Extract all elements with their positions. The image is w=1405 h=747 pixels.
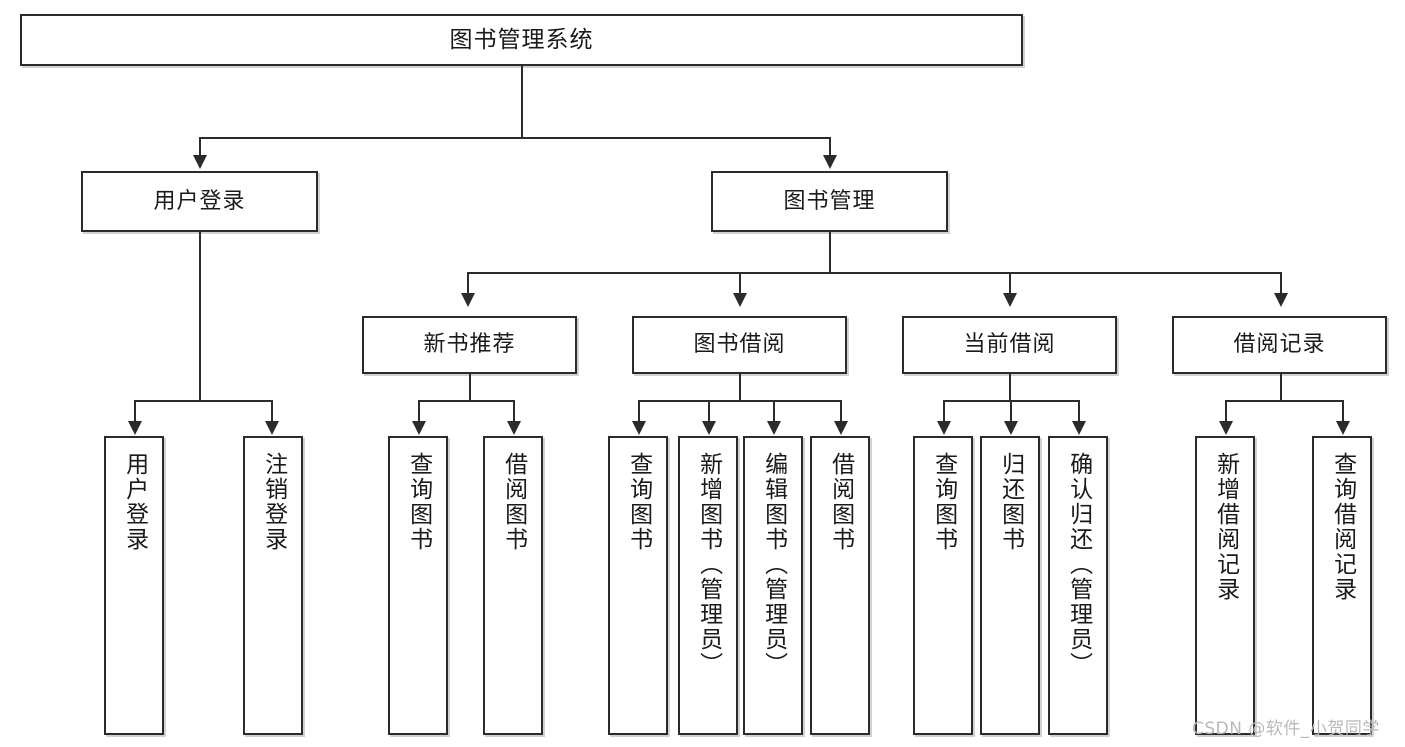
arrowhead-book-borrow <box>733 293 747 307</box>
connector-current-borrow-trunk <box>1009 374 1011 400</box>
node-book-management[interactable]: 图书管理 <box>711 171 948 232</box>
connector-user-login-drop-2 <box>271 400 273 422</box>
connector-current-borrow-drop-1 <box>943 400 945 422</box>
node-label: 借阅图书 <box>827 452 854 552</box>
node-borrow-record[interactable]: 借阅记录 <box>1172 316 1387 374</box>
node-label: 图书管理系统 <box>449 26 594 53</box>
node-leaf-query-book-3[interactable]: 查询图书 <box>913 436 973 735</box>
arrowhead-leaf-borrow-book-2 <box>834 421 848 435</box>
connector-current-borrow-drop-3 <box>1078 400 1080 422</box>
node-current-borrow[interactable]: 当前借阅 <box>902 316 1117 374</box>
arrowhead-leaf-borrow-book-1 <box>507 421 521 435</box>
node-label: 注销登录 <box>260 452 287 552</box>
connector-user-login-trunk <box>199 232 201 400</box>
connector-book-borrow-drop-4 <box>840 400 842 422</box>
connector-borrow-record-drop-1 <box>1225 400 1227 422</box>
connector-user-login-drop-1 <box>134 400 136 422</box>
node-label: 当前借阅 <box>963 332 1056 358</box>
node-leaf-return-book[interactable]: 归还图书 <box>980 436 1040 735</box>
connector-book-management-trunk <box>829 232 831 272</box>
node-leaf-borrow-book-1[interactable]: 借阅图书 <box>483 436 543 735</box>
connector-current-borrow-drop-2 <box>1010 400 1012 422</box>
node-leaf-add-record[interactable]: 新增借阅记录 <box>1195 436 1255 735</box>
connector-level3-drop-3 <box>1009 272 1011 294</box>
node-label: 用户登录 <box>121 452 148 552</box>
node-label: 编辑图书（管理员） <box>760 452 787 677</box>
connector-borrow-record-bus <box>1225 400 1342 402</box>
connector-level3-drop-2 <box>739 272 741 294</box>
node-book-borrow[interactable]: 图书借阅 <box>632 316 847 374</box>
arrowhead-leaf-query-record <box>1336 421 1350 435</box>
connector-root-to-book-management <box>829 137 831 155</box>
watermark-text: CSDN @软件_小贺同学 <box>1192 719 1380 739</box>
arrowhead-leaf-logout <box>265 421 279 435</box>
node-label: 新增借阅记录 <box>1212 452 1239 602</box>
arrowhead-current-borrow <box>1003 293 1017 307</box>
connector-book-borrow-drop-1 <box>638 400 640 422</box>
node-leaf-edit-book[interactable]: 编辑图书（管理员） <box>743 436 803 735</box>
connector-root-bus <box>199 137 831 139</box>
node-leaf-user-login[interactable]: 用户登录 <box>104 436 164 735</box>
arrowhead-leaf-add-record <box>1219 421 1233 435</box>
arrowhead-leaf-query-book-3 <box>937 421 951 435</box>
node-leaf-query-book-1[interactable]: 查询图书 <box>388 436 448 735</box>
connector-book-borrow-bus <box>638 400 840 402</box>
node-label: 查询图书 <box>930 452 957 552</box>
node-book-management-system[interactable]: 图书管理系统 <box>20 14 1023 66</box>
arrowhead-user-login <box>193 155 207 169</box>
node-leaf-logout[interactable]: 注销登录 <box>243 436 303 735</box>
arrowhead-book-management <box>823 155 837 169</box>
node-label: 新增图书（管理员） <box>695 452 722 677</box>
node-label: 借阅记录 <box>1233 332 1326 358</box>
node-leaf-confirm-return[interactable]: 确认归还（管理员） <box>1048 436 1108 735</box>
connector-book-borrow-drop-3 <box>773 400 775 422</box>
node-label: 图书借阅 <box>693 332 786 358</box>
connector-level3-drop-1 <box>467 272 469 294</box>
node-label: 借阅图书 <box>500 452 527 552</box>
node-leaf-query-record[interactable]: 查询借阅记录 <box>1312 436 1372 735</box>
node-label: 确认归还（管理员） <box>1065 452 1092 677</box>
node-label: 查询图书 <box>405 452 432 552</box>
connector-borrow-record-drop-2 <box>1342 400 1344 422</box>
node-label: 查询借阅记录 <box>1329 452 1356 602</box>
connector-root-trunk <box>521 66 523 137</box>
connector-borrow-record-trunk <box>1280 374 1282 400</box>
connector-level3-drop-4 <box>1280 272 1282 294</box>
node-user-login[interactable]: 用户登录 <box>81 171 318 232</box>
arrowhead-leaf-query-book-1 <box>412 421 426 435</box>
arrowhead-leaf-return-book <box>1004 421 1018 435</box>
arrowhead-leaf-user-login <box>128 421 142 435</box>
connector-book-borrow-drop-2 <box>708 400 710 422</box>
connector-new-book-trunk <box>469 374 471 400</box>
connector-user-login-bus <box>134 400 271 402</box>
node-label: 新书推荐 <box>423 332 516 358</box>
arrowhead-borrow-record <box>1274 293 1288 307</box>
node-leaf-query-book-2[interactable]: 查询图书 <box>608 436 668 735</box>
node-label: 归还图书 <box>997 452 1024 552</box>
connector-book-borrow-trunk <box>739 374 741 400</box>
node-label: 用户登录 <box>153 188 246 214</box>
arrowhead-leaf-edit-book <box>767 421 781 435</box>
arrowhead-new-book-recommend <box>461 293 475 307</box>
arrowhead-leaf-query-book-2 <box>632 421 646 435</box>
connector-new-book-drop-2 <box>513 400 515 422</box>
node-new-book-recommend[interactable]: 新书推荐 <box>362 316 577 374</box>
node-leaf-borrow-book-2[interactable]: 借阅图书 <box>810 436 870 735</box>
connector-new-book-bus <box>418 400 513 402</box>
node-leaf-add-book[interactable]: 新增图书（管理员） <box>678 436 738 735</box>
arrowhead-leaf-add-book <box>702 421 716 435</box>
connector-new-book-drop-1 <box>418 400 420 422</box>
node-label: 查询图书 <box>625 452 652 552</box>
arrowhead-leaf-confirm-return <box>1072 421 1086 435</box>
connector-level3-bus <box>467 272 1282 274</box>
connector-root-to-user-login <box>199 137 201 155</box>
node-label: 图书管理 <box>783 188 876 214</box>
